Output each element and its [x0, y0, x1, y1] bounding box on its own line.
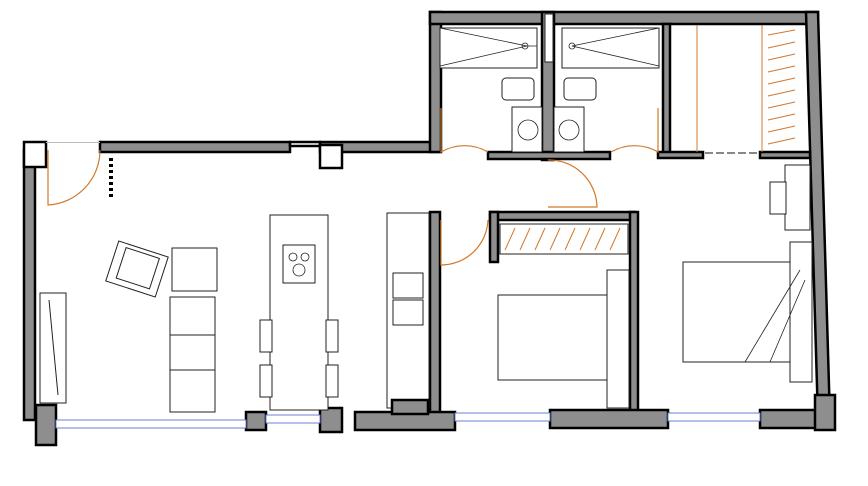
- bedroom2-door: [440, 219, 489, 266]
- bath2-door: [610, 108, 659, 154]
- bath-hall-door: [547, 159, 598, 208]
- bedroom-1: [682, 164, 813, 383]
- shaft: [544, 13, 554, 63]
- bathroom-1: [439, 27, 543, 153]
- bathroom-2: [553, 27, 660, 153]
- walk-in-closet: [696, 25, 796, 152]
- living-room: [39, 240, 218, 413]
- bedroom-2: [497, 223, 630, 409]
- kitchen: [259, 212, 430, 416]
- entry-opening: [46, 142, 100, 143]
- entry-door: [47, 149, 101, 206]
- doors[interactable]: [47, 108, 760, 266]
- windows: [46, 142, 761, 429]
- bath1-door: [440, 108, 489, 154]
